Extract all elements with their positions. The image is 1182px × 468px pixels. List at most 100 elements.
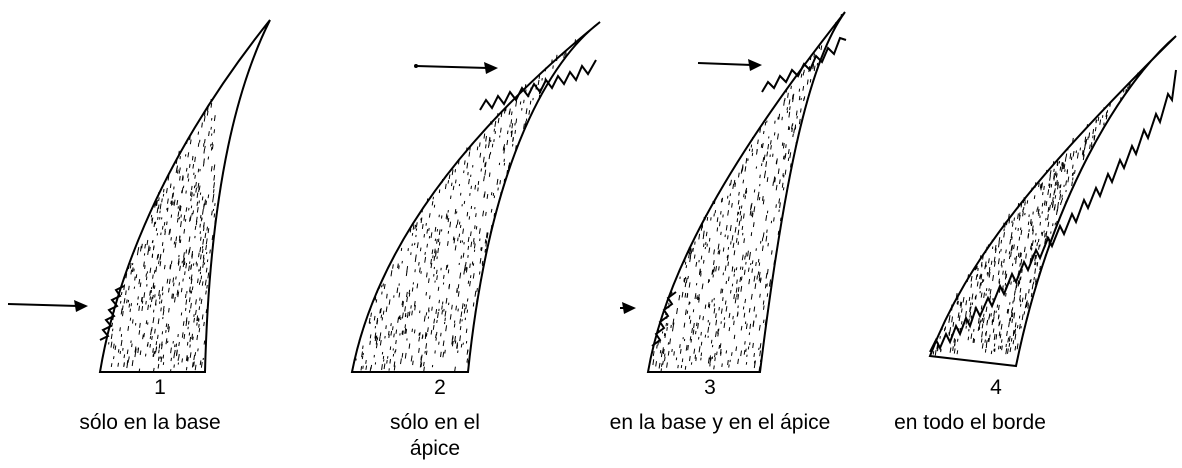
stipple-mark — [778, 198, 781, 204]
stipple-mark — [744, 255, 746, 260]
stipple-mark — [1019, 287, 1022, 293]
stipple-mark — [743, 193, 745, 198]
stipple-mark — [764, 319, 767, 326]
stipple-mark — [469, 263, 471, 268]
stipple-mark — [452, 236, 455, 241]
stipple-mark — [393, 361, 396, 367]
stipple-mark — [435, 250, 437, 255]
stipple-mark — [451, 340, 454, 347]
stipple-mark — [121, 305, 124, 311]
stipple-mark — [152, 285, 155, 289]
stipple-mark — [198, 252, 200, 258]
stipple-mark — [381, 364, 383, 370]
stipple-mark — [727, 276, 730, 282]
stipple-mark — [138, 330, 141, 335]
stipple-mark — [1054, 195, 1057, 199]
stipple-mark — [1020, 252, 1022, 258]
stipple-mark — [737, 286, 740, 292]
stipple-mark — [178, 150, 180, 157]
stipple-mark — [177, 258, 180, 265]
stipple-mark — [1030, 279, 1032, 283]
panel-2: 2 sólo en el ápice — [300, 0, 601, 468]
stipple-mark — [715, 331, 717, 338]
stipple-mark — [209, 249, 211, 254]
stipple-mark — [1061, 166, 1063, 172]
stipple-mark — [122, 311, 124, 317]
stipple-mark — [163, 188, 165, 193]
stipple-mark — [690, 248, 693, 254]
stipple-mark — [755, 262, 757, 267]
stipple-mark — [739, 266, 742, 270]
stipple-mark — [1035, 280, 1037, 286]
stipple-mark — [551, 59, 553, 64]
stipple-mark — [167, 198, 169, 204]
stipple-mark — [721, 288, 724, 294]
stipple-mark — [464, 160, 466, 165]
stipple-mark — [778, 113, 781, 120]
stipple-mark — [1057, 162, 1059, 166]
stipple-mark — [1045, 169, 1048, 174]
stipple-mark — [667, 350, 670, 356]
stipple-mark — [141, 300, 144, 304]
stipple-mark — [1010, 232, 1013, 239]
stipple-mark — [204, 110, 206, 117]
stipple-mark — [202, 254, 205, 259]
stipple-mark — [188, 320, 190, 325]
stipple-mark — [511, 111, 513, 116]
stipple-mark — [481, 260, 484, 265]
stipple-mark — [445, 213, 448, 219]
stipple-mark — [420, 217, 423, 223]
stipple-mark — [451, 304, 453, 310]
stipple-mark — [787, 157, 790, 161]
stipple-mark — [976, 281, 979, 287]
stipple-mark — [1014, 322, 1017, 328]
stipple-mark — [727, 210, 729, 216]
stipple-mark — [428, 307, 430, 311]
stipple-mark — [1094, 127, 1097, 132]
stipple-mark — [503, 147, 506, 154]
stipple-mark — [179, 265, 181, 271]
stipple-mark — [744, 195, 746, 200]
stipple-mark — [190, 198, 192, 202]
stipple-mark — [762, 157, 765, 163]
leaf-tip-illustration-1 — [7, 19, 271, 373]
stipple-mark — [781, 142, 784, 146]
stipple-mark — [156, 254, 159, 260]
stipple-mark — [724, 265, 727, 271]
stipple-mark — [732, 315, 734, 320]
stipple-mark — [1061, 162, 1063, 166]
figure-caption: sólo en el ápice — [300, 410, 570, 462]
stipple-mark — [135, 274, 138, 279]
stipple-mark — [424, 332, 427, 337]
stipple-mark — [132, 319, 134, 324]
stipple-mark — [382, 310, 385, 315]
stipple-mark — [980, 261, 983, 266]
stipple-mark — [151, 254, 154, 258]
stipple-mark — [971, 293, 974, 300]
stipple-mark — [183, 261, 186, 266]
stipple-mark — [990, 313, 992, 317]
stipple-mark — [1105, 111, 1108, 117]
stipple-mark — [189, 344, 191, 348]
stipple-mark — [173, 364, 175, 368]
stipple-mark — [200, 275, 203, 280]
stipple-mark — [956, 350, 959, 355]
stipple-mark — [123, 284, 126, 290]
stipple-mark — [1059, 190, 1061, 194]
stipple-mark — [1071, 181, 1073, 187]
stipple-mark — [442, 351, 445, 358]
stipple-mark — [1038, 182, 1040, 188]
stipple-mark — [128, 303, 131, 308]
stipple-mark — [457, 284, 460, 289]
stipple-mark — [987, 338, 990, 342]
stipple-mark — [428, 278, 430, 283]
stipple-mark — [465, 328, 468, 333]
stipple-mark — [396, 287, 399, 294]
stipple-mark — [213, 182, 215, 189]
stipple-mark — [486, 246, 488, 251]
stipple-mark — [182, 257, 185, 262]
figure-caption: en todo el borde — [894, 411, 1046, 434]
stipple-mark — [179, 205, 182, 212]
stipple-mark — [213, 164, 216, 171]
stipple-mark — [161, 286, 164, 292]
